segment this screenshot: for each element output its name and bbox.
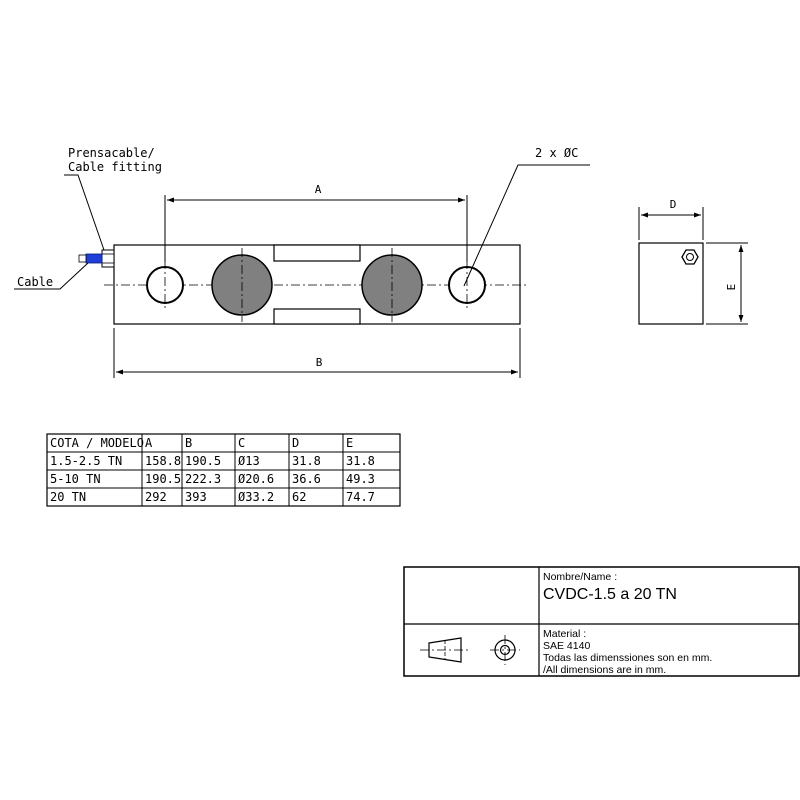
table-header-cell: D: [292, 436, 299, 450]
name-label: Nombre/Name :: [543, 571, 617, 583]
top-slot: [273, 244, 361, 262]
hex-fitting-icon: [681, 249, 699, 265]
table-cell: 62: [292, 490, 306, 504]
table-cell: 190.5: [145, 472, 181, 486]
table-header-cell: E: [346, 436, 353, 450]
units-note-en: /All dimensions are in mm.: [543, 664, 666, 676]
title-block: Nombre/Name : CVDC-1.5 a 20 TN Material …: [403, 566, 800, 677]
side-view: D E: [638, 198, 748, 325]
table-cell: 158.8: [145, 454, 181, 468]
table-cell: Ø33.2: [238, 490, 274, 504]
table-cell: 31.8: [292, 454, 321, 468]
name-value: CVDC-1.5 a 20 TN: [543, 586, 677, 603]
cable-fitting: [101, 249, 115, 268]
table-cell: 292: [145, 490, 167, 504]
material-value: SAE 4140: [543, 640, 590, 652]
dimension-table: COTA / MODELO A B C D E 1.5-2.5 TN 158.8…: [46, 433, 401, 507]
material-label: Material :: [543, 628, 586, 640]
table-cell: 49.3: [346, 472, 375, 486]
dimension-d-label: D: [670, 198, 677, 211]
cable-leader-line: [14, 262, 89, 290]
cable-fitting-leader-line: [64, 174, 105, 251]
table-cell: 222.3: [185, 472, 221, 486]
table-cell: 393: [185, 490, 207, 504]
projection-symbol-icon: [420, 635, 520, 665]
holes-callout: 2 x ØC: [535, 146, 578, 160]
front-view: A B 2 x ØC Prensacable/ Cable fitting Ca…: [14, 146, 590, 378]
dimension-e-label: E: [725, 284, 738, 291]
table-cell: Ø13: [238, 454, 260, 468]
units-note-es: Todas las dimenssiones son en mm.: [543, 652, 712, 664]
cable-callout: Cable: [17, 275, 53, 289]
table-cell: 31.8: [346, 454, 375, 468]
cable-fitting-callout-line2: Cable fitting: [68, 160, 162, 174]
dimension-b-label: B: [316, 356, 323, 369]
table-cell: 36.6: [292, 472, 321, 486]
table-cell: 1.5-2.5 TN: [50, 454, 122, 468]
dimension-a-label: A: [315, 183, 322, 196]
table-header-cell: C: [238, 436, 245, 450]
cable-fitting-callout-line1: Prensacable/: [68, 146, 155, 160]
table-cell: Ø20.6: [238, 472, 274, 486]
table-header-cell: A: [145, 436, 153, 450]
table-header-cell: B: [185, 436, 192, 450]
table-header-cell: COTA / MODELO: [50, 436, 144, 450]
holes-leader-line: [463, 164, 590, 287]
bottom-slot: [273, 308, 361, 325]
cable: [85, 253, 103, 264]
table-cell: 74.7: [346, 490, 375, 504]
table-cell: 5-10 TN: [50, 472, 101, 486]
table-cell: 20 TN: [50, 490, 86, 504]
table-cell: 190.5: [185, 454, 221, 468]
